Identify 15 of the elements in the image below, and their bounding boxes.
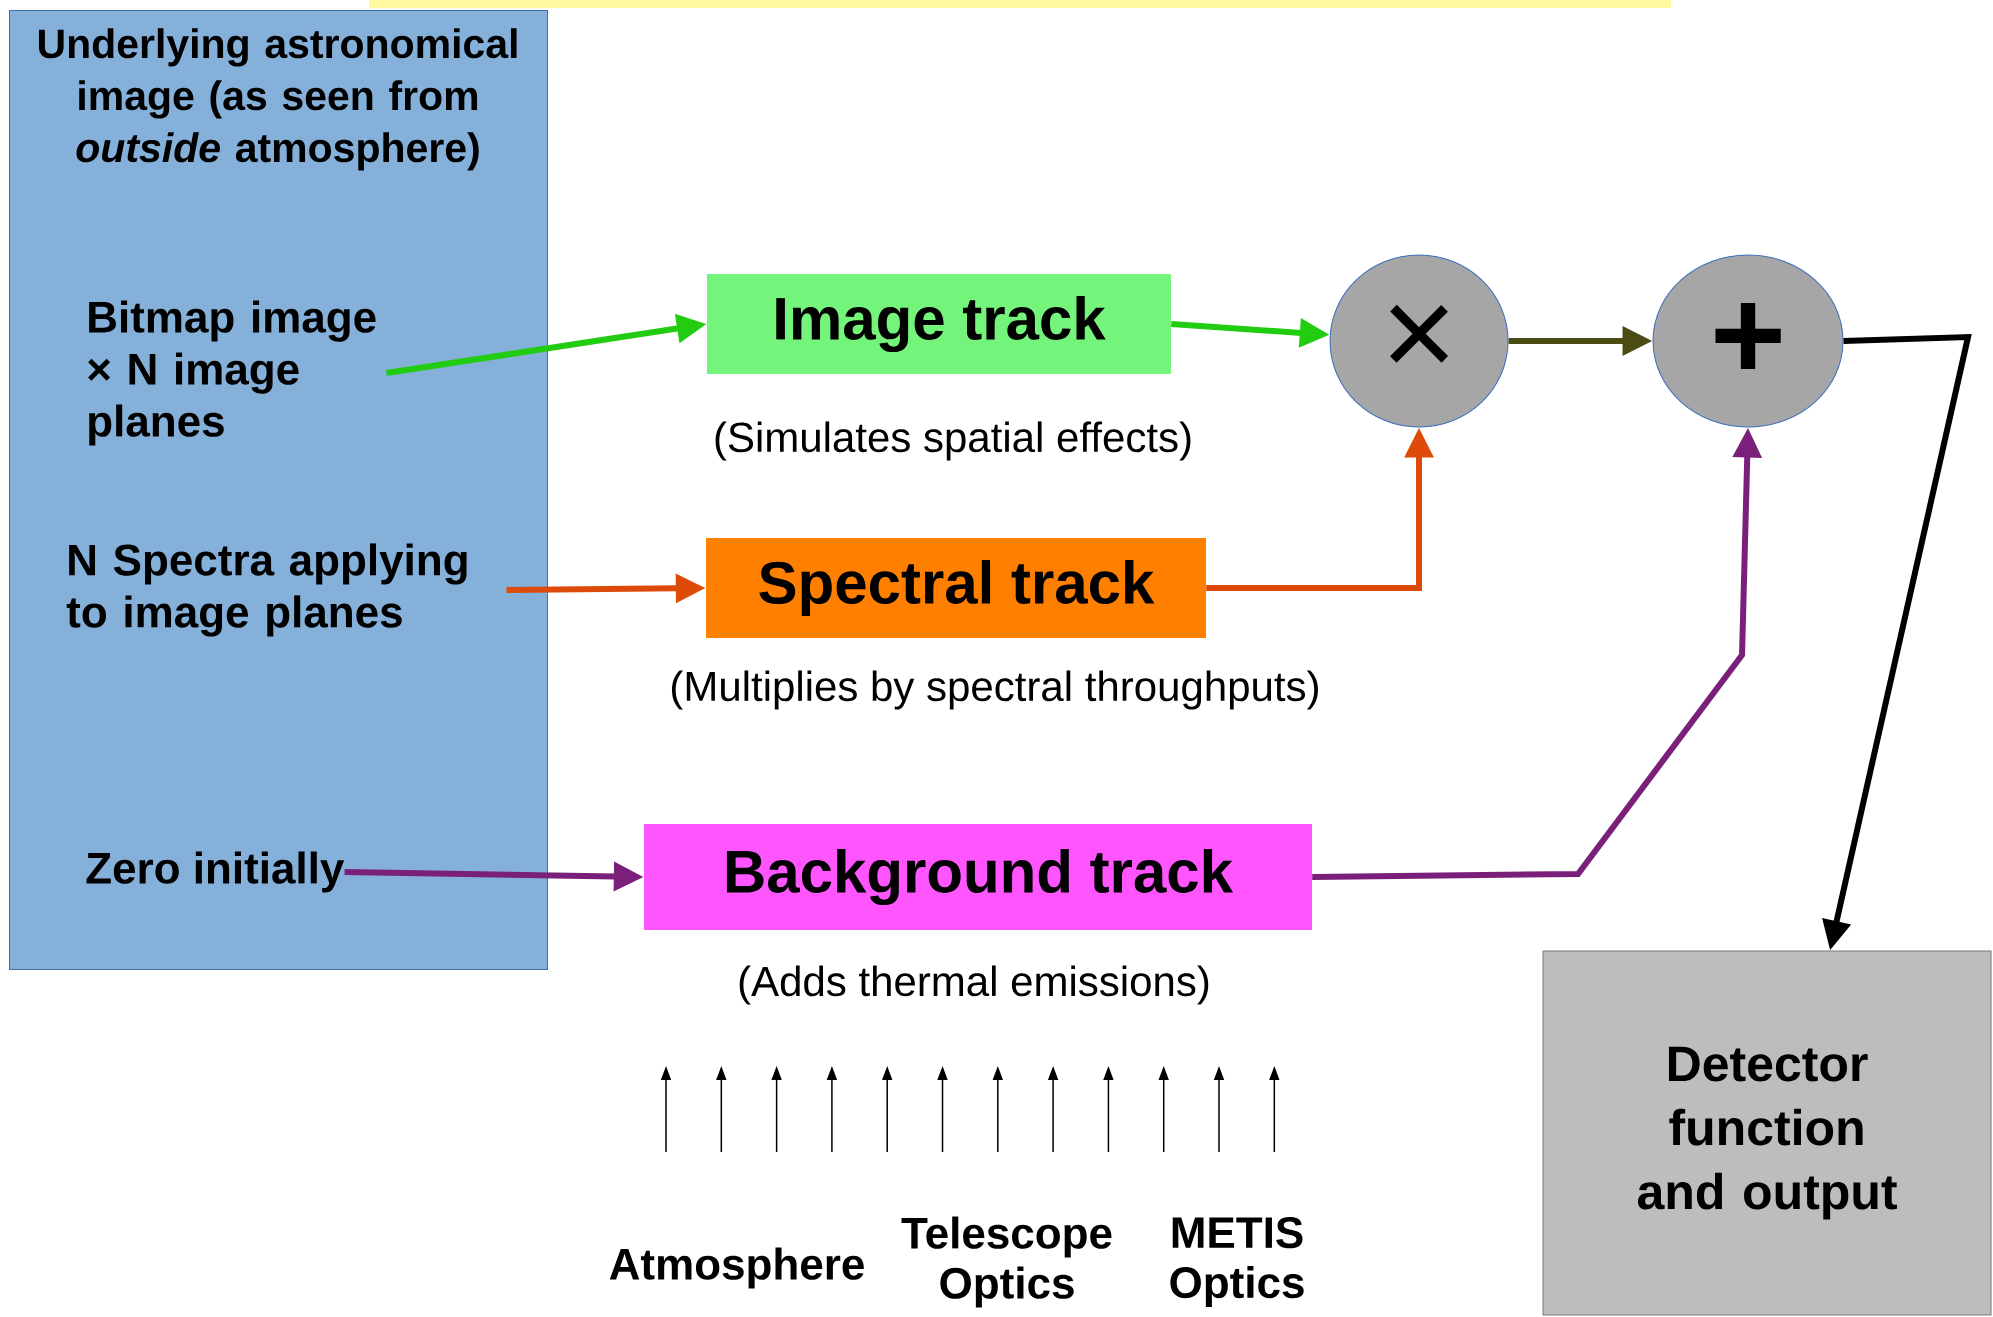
process-box: Background track [644, 824, 1312, 930]
caption-text: Zero initially [86, 851, 345, 893]
panel [9, 10, 548, 970]
caption-text: N Spectra applying to image planes [66, 543, 467, 637]
process-box: Spectral track [706, 538, 1206, 638]
caption-text: (Adds thermal emissions) [739, 965, 1209, 1005]
output-box: Detector function and output [1542, 950, 1992, 1316]
caption-text: Bitmap image × N image planes [88, 300, 376, 446]
axis-label: METIS Optics [1170, 1217, 1304, 1307]
axis-label: Telescope Optics [901, 1216, 1112, 1308]
caption-text: (Simulates spatial effects) [715, 421, 1191, 461]
caption-text: (Multiplies by spectral throughputs) [671, 670, 1318, 710]
process-box: Image track [707, 274, 1171, 374]
axis-label: Atmosphere [609, 1247, 864, 1289]
panel-heading: Underlying astronomical image (as seen from outside atmosphere) [38, 28, 517, 171]
